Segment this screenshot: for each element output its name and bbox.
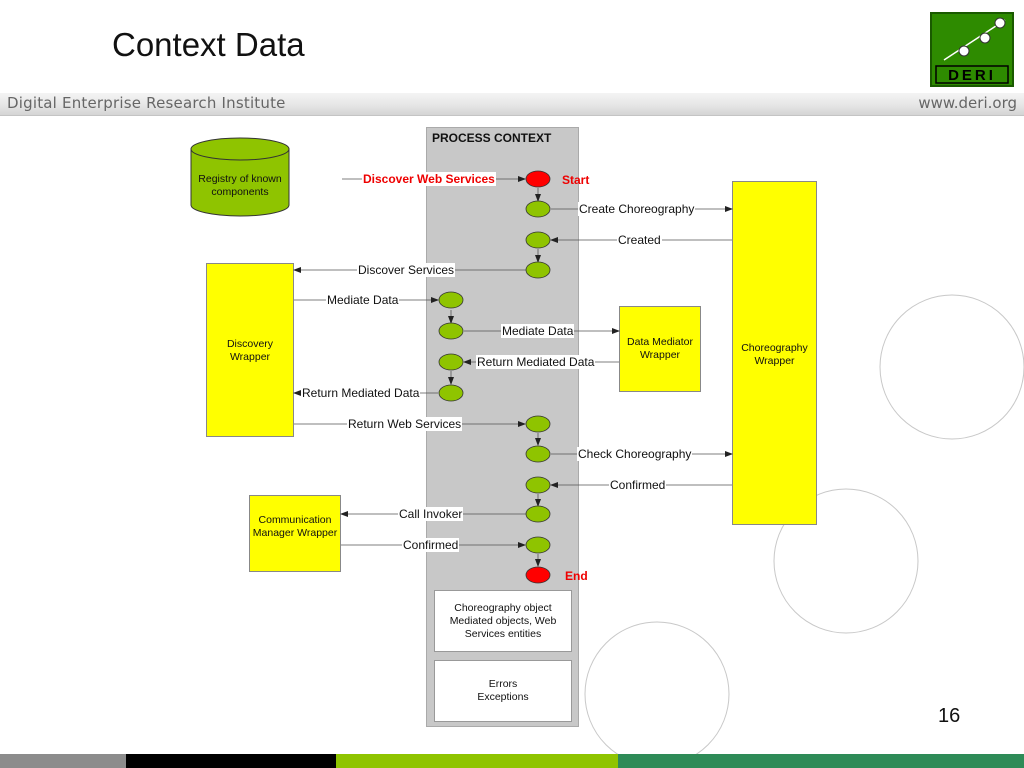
label-return-web-services: Return Web Services (347, 417, 463, 431)
banner (0, 93, 1024, 116)
label-created: Created (617, 233, 662, 247)
start-node (525, 170, 551, 188)
label-discover-services: Discover Services (357, 263, 456, 277)
label-end: End (565, 569, 588, 583)
label-mediate-data-2: Mediate Data (501, 324, 575, 338)
process-node (525, 200, 551, 218)
process-context-title: PROCESS CONTEXT (432, 131, 552, 145)
registry-cylinder (190, 137, 290, 217)
footer-bar-lime (336, 754, 618, 768)
label-start: Start (562, 173, 590, 187)
process-node (525, 415, 551, 433)
page-number: 16 (938, 705, 961, 727)
process-node (525, 261, 551, 279)
process-node (438, 384, 464, 402)
label-call-invoker: Call Invoker (398, 507, 464, 521)
process-node (525, 476, 551, 494)
process-node (525, 536, 551, 554)
communication-manager-wrapper: Communication Manager Wrapper (249, 495, 341, 572)
data-mediator-wrapper: Data Mediator Wrapper (619, 306, 701, 392)
process-node (525, 445, 551, 463)
process-node (525, 231, 551, 249)
decor-circle (773, 488, 919, 634)
label-return-mediated-data-1: Return Mediated Data (476, 355, 596, 369)
context-objects-box: Choreography object Mediated objects, We… (434, 590, 572, 652)
process-node (438, 322, 464, 340)
footer-bar-green (618, 754, 1024, 768)
deri-logo: DERI (930, 12, 1014, 87)
label-return-mediated-data-2: Return Mediated Data (301, 386, 421, 400)
institute-name: Digital Enterprise Research Institute (7, 94, 286, 112)
website-url[interactable]: www.deri.org (918, 94, 1017, 112)
footer-bar-black (126, 754, 336, 768)
page-title: Context Data (112, 26, 305, 63)
end-node (525, 566, 551, 584)
process-node (438, 353, 464, 371)
logo-text: DERI (948, 67, 996, 84)
process-node (525, 505, 551, 523)
label-check-choreography: Check Choreography (577, 447, 693, 461)
label-confirmed-2: Confirmed (402, 538, 460, 552)
label-mediate-data-1: Mediate Data (326, 293, 400, 307)
choreography-wrapper: Choreography Wrapper (732, 181, 817, 525)
decor-circle (879, 294, 1024, 440)
footer-bar-gray (0, 754, 126, 768)
discovery-wrapper: Discovery Wrapper (206, 263, 294, 437)
errors-box: Errors Exceptions (434, 660, 572, 722)
label-discover-web-services: Discover Web Services (362, 172, 496, 186)
label-create-choreography: Create Choreography (578, 202, 696, 216)
label-confirmed-1: Confirmed (609, 478, 667, 492)
process-node (438, 291, 464, 309)
registry-label: Registry of known components (198, 173, 282, 198)
